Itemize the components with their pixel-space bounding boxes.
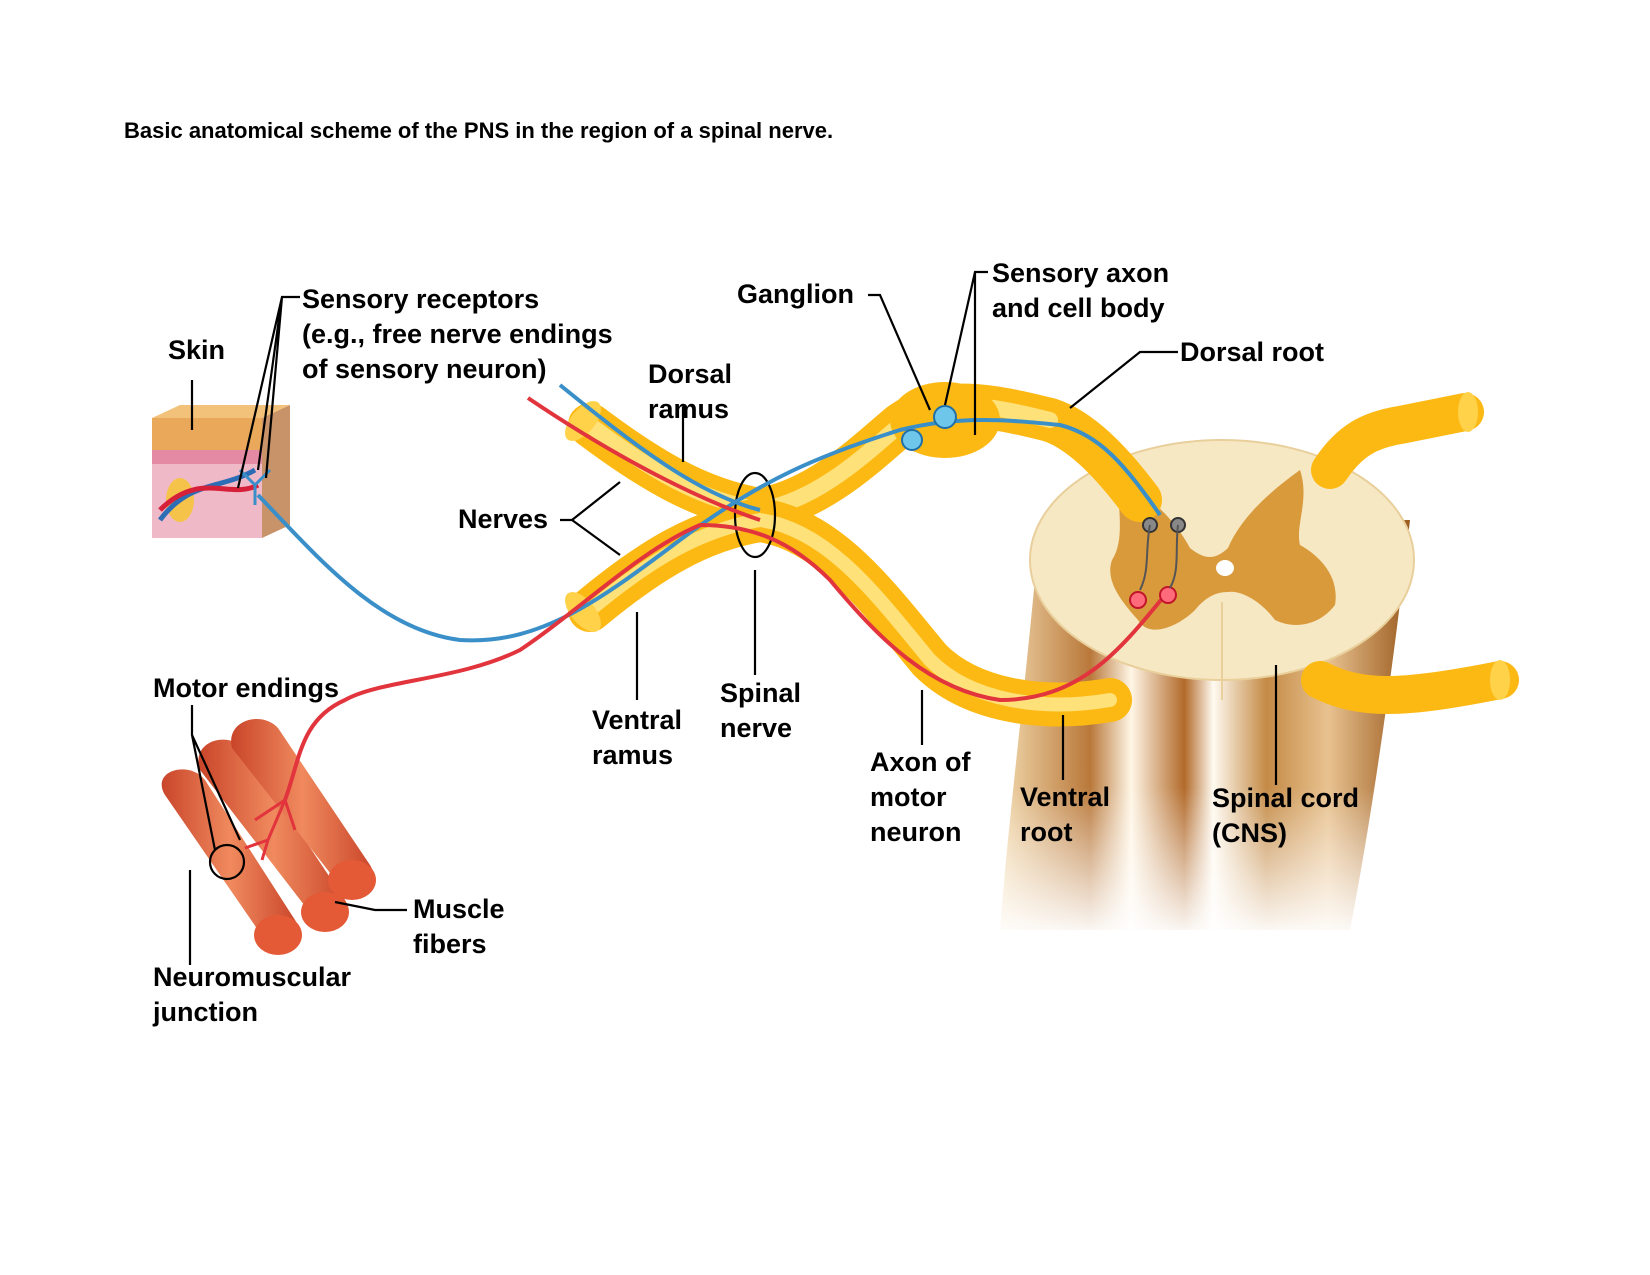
- label-axon-motor-1: Axon of: [870, 747, 971, 777]
- label-dorsal-ramus-2: ramus: [648, 394, 729, 424]
- label-nmj-2: junction: [152, 997, 258, 1027]
- label-muscle-fibers-2: fibers: [413, 929, 487, 959]
- label-sensory-axon-1: Sensory axon: [992, 258, 1169, 288]
- label-ganglion: Ganglion: [737, 279, 854, 309]
- label-ventral-root-1: Ventral: [1020, 782, 1110, 812]
- label-spinal-nerve-1: Spinal: [720, 678, 801, 708]
- spinal-neurons: [1129, 517, 1186, 609]
- label-spinal-cord-1: Spinal cord: [1212, 783, 1359, 813]
- label-ventral-root-2: root: [1020, 817, 1072, 847]
- label-motor-endings: Motor endings: [153, 673, 339, 703]
- label-spinal-nerve-2: nerve: [720, 713, 792, 743]
- sensory-cell-body-2: [901, 429, 923, 451]
- sensory-axon-dorsal-ramus: [558, 383, 761, 512]
- motor-axon: [283, 522, 1167, 801]
- label-spinal-cord-2: (CNS): [1212, 818, 1287, 848]
- leader-lines: [188, 270, 1278, 965]
- skin-block: [152, 405, 290, 538]
- opposite-nerve-roots: [1301, 392, 1519, 714]
- label-skin: Skin: [168, 335, 225, 365]
- label-dorsal-root: Dorsal root: [1180, 337, 1324, 367]
- label-ventral-ramus-1: Ventral: [592, 705, 682, 735]
- label-ventral-ramus-2: ramus: [592, 740, 673, 770]
- label-sensory-receptors-3: of sensory neuron): [302, 354, 547, 384]
- label-nerves: Nerves: [458, 504, 548, 534]
- motor-endings: [244, 798, 297, 861]
- label-sensory-axon-2: and cell body: [992, 293, 1165, 323]
- muscle-fibers: [161, 718, 376, 955]
- label-dorsal-ramus-1: Dorsal: [648, 359, 732, 389]
- label-axon-motor-3: neuron: [870, 817, 962, 847]
- page-title: Basic anatomical scheme of the PNS in th…: [124, 118, 834, 143]
- motor-axon-dorsal-ramus: [526, 396, 761, 522]
- label-axon-motor-2: motor: [870, 782, 947, 812]
- label-sensory-receptors-2: (e.g., free nerve endings: [302, 319, 613, 349]
- label-sensory-receptors-1: Sensory receptors: [302, 284, 539, 314]
- label-muscle-fibers-1: Muscle: [413, 894, 505, 924]
- sensory-cell-body: [933, 405, 957, 429]
- label-nmj-1: Neuromuscular: [153, 962, 352, 992]
